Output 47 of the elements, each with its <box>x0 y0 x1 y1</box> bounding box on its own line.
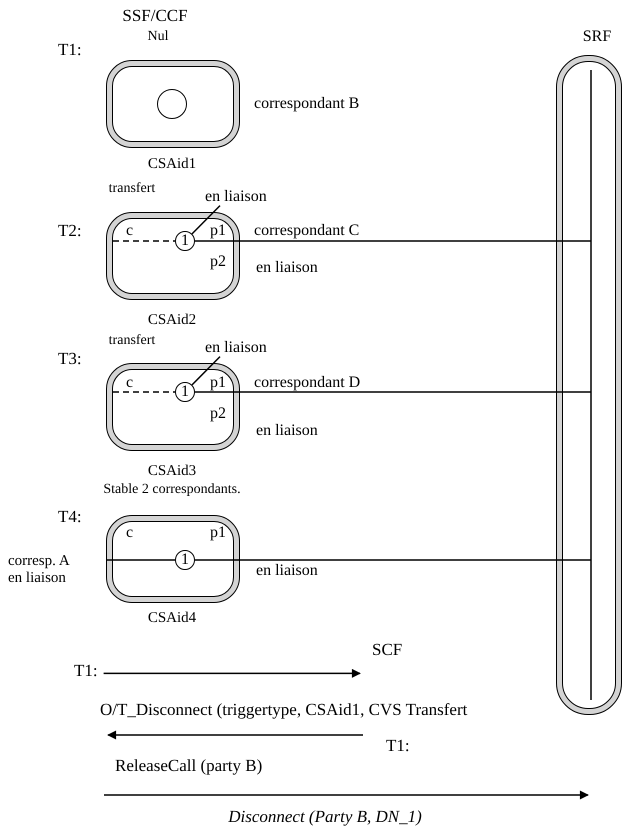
connection-line <box>106 559 175 561</box>
connection-line <box>113 240 175 242</box>
entity-label: SRF <box>582 28 612 46</box>
leader-line <box>192 356 221 386</box>
state-label: transfert <box>108 181 156 196</box>
leg-label: p1 <box>210 374 226 392</box>
state-label: Stable 2 correspondants. <box>103 482 241 498</box>
id-label: CSAid1 <box>148 156 196 172</box>
party-label: corresp. A en liaison <box>8 553 70 586</box>
state-label: en liaison <box>205 339 267 357</box>
time-label: T4: <box>58 508 82 527</box>
message-label: correspondant C <box>254 222 360 240</box>
state-label: en liaison <box>256 422 318 440</box>
leg-label: p1 <box>210 524 226 542</box>
id-label: CSAid2 <box>148 312 196 328</box>
leader-line <box>192 205 221 234</box>
arrow <box>107 730 363 740</box>
arrow <box>104 668 361 678</box>
time-label: T1: <box>74 662 98 681</box>
time-label: T2: <box>58 222 82 241</box>
party-label: correspondant B <box>254 95 360 113</box>
message-label: Disconnect (Party B, DN_1) <box>228 808 422 827</box>
connection-line <box>195 240 591 242</box>
message-label: correspondant D <box>254 374 360 392</box>
leg-label: c <box>126 222 134 240</box>
connection-line <box>113 391 175 393</box>
message-label: O/T_Disconnect (triggertype, CSAid1, CVS Transfert <box>100 701 468 720</box>
id-label: CSAid3 <box>148 463 196 480</box>
state-label: transfert <box>108 333 156 348</box>
state-label: en liaison <box>256 562 318 580</box>
leg-label: p2 <box>210 405 226 423</box>
leg-label: c <box>126 374 134 392</box>
connection-line <box>195 559 591 561</box>
state-label: en liaison <box>256 259 318 277</box>
column-heading: SSF/CCF <box>122 7 188 26</box>
leg-label: p1 <box>210 222 226 240</box>
id-label: CSAid4 <box>148 610 196 626</box>
state-label: en liaison <box>205 188 267 206</box>
state-label: Nul <box>148 29 168 44</box>
time-label: T3: <box>58 350 82 369</box>
time-label: T1: <box>58 41 82 60</box>
leg-label: p2 <box>210 253 226 271</box>
time-label: T1: <box>386 737 410 756</box>
connection-line <box>195 391 591 393</box>
message-label: ReleaseCall (party B) <box>115 757 262 776</box>
leg-label: c <box>126 524 134 542</box>
entity-label: SCF <box>372 641 402 660</box>
